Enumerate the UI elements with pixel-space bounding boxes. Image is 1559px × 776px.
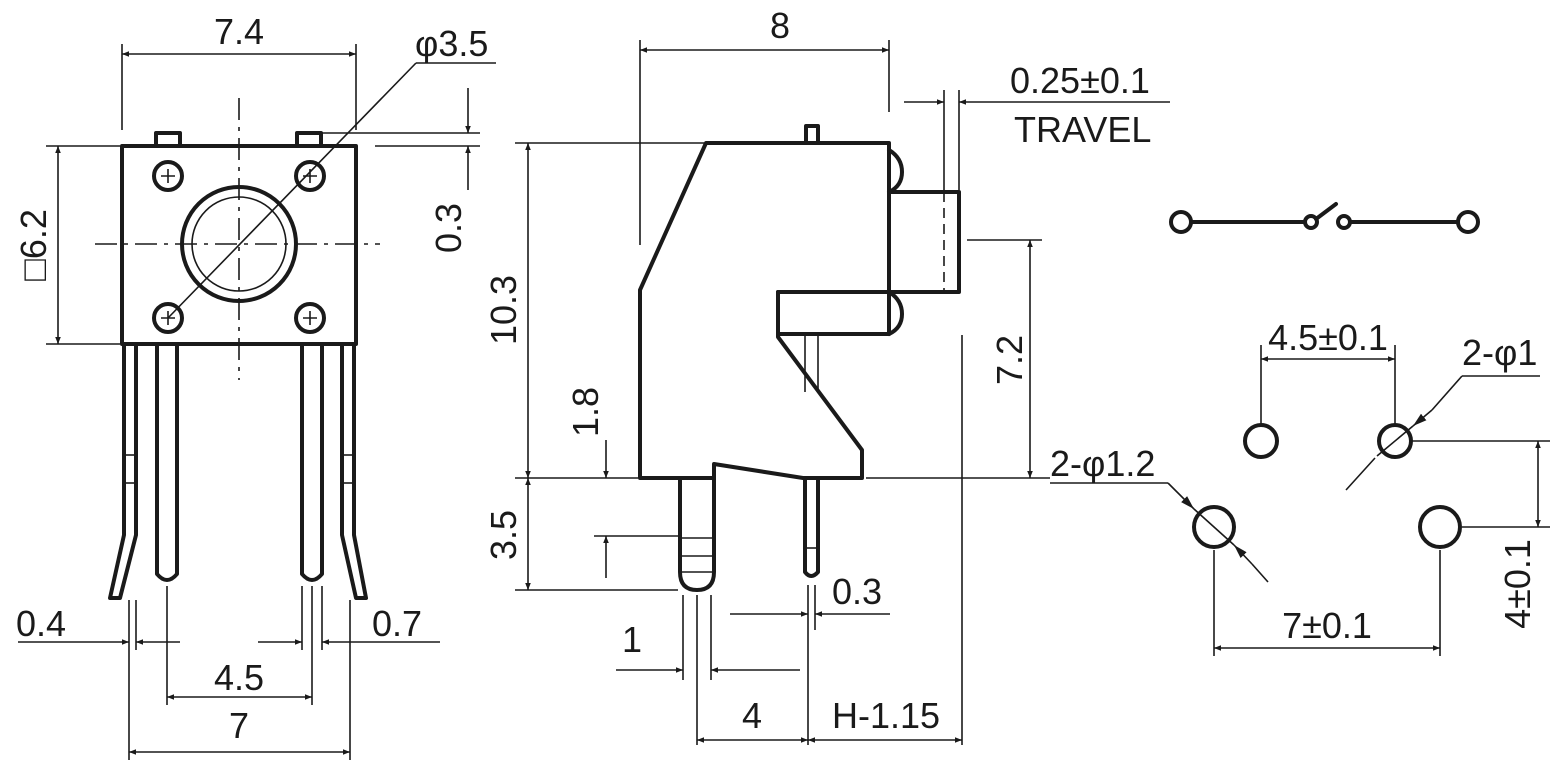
front-view: 7.4 φ3.5 0.3 □6.2 0.4 0.7 4.5: [13, 11, 496, 760]
dim-pin-spacing: 4: [742, 695, 762, 736]
side-pin-front: [678, 476, 716, 592]
pcb-hole-large-left: [1192, 505, 1236, 549]
dim-pin-offset-left: 0.4: [16, 603, 66, 644]
dim-post-height: 0.3: [428, 203, 469, 253]
dim-pin-width: 1: [622, 619, 642, 660]
dim-outer-pitch: 7: [229, 705, 249, 746]
side-actuator: [887, 190, 961, 294]
front-actuator: [180, 185, 298, 303]
dim-h-offset: H-1.15: [832, 695, 940, 736]
dim-travel-label: TRAVEL: [1014, 109, 1151, 150]
dim-actuator-height: 7.2: [989, 335, 1030, 385]
pcb-layout: 4.5±0.1 2-φ1 2-φ1.2 7±0.1 4±0.1: [1050, 317, 1550, 656]
dim-pcb-small-pitch: 4.5±0.1: [1268, 317, 1388, 358]
dim-side-height: 10.3: [483, 275, 524, 345]
dim-body-square: □6.2: [13, 209, 54, 281]
side-pin-rear: [803, 476, 820, 578]
pcb-hole-small-left: [1243, 423, 1279, 459]
dim-pin-thickness: 0.3: [832, 571, 882, 612]
front-screw-tl: [152, 160, 184, 192]
front-inner-pin-left: [155, 338, 179, 582]
dim-standoff: 1.8: [565, 387, 606, 437]
dim-travel-value: 0.25±0.1: [1010, 60, 1150, 101]
dim-actuator-dia: φ3.5: [415, 23, 488, 64]
switch-schematic: [1169, 202, 1480, 234]
dim-front-width: 7.4: [214, 11, 264, 52]
front-screw-br: [294, 302, 326, 334]
dim-inner-pitch: 4.5: [214, 657, 264, 698]
front-inner-pin-right: [300, 338, 324, 582]
dim-pin-length: 3.5: [483, 510, 524, 560]
pcb-hole-small-right: [1377, 423, 1413, 459]
pcb-hole-large-right: [1418, 505, 1462, 549]
dim-pin-offset-right: 0.7: [372, 603, 422, 644]
dim-pcb-small-dia: 2-φ1: [1462, 332, 1537, 373]
dim-pcb-large-dia: 2-φ1.2: [1050, 443, 1155, 484]
side-view: 8 0.25±0.1 TRAVEL 10.3 7.2 1.8 3.5: [483, 5, 1170, 745]
dim-pcb-row-spacing: 4±0.1: [1497, 539, 1538, 629]
dim-side-width: 8: [770, 5, 790, 46]
dim-pcb-large-pitch: 7±0.1: [1282, 605, 1372, 646]
